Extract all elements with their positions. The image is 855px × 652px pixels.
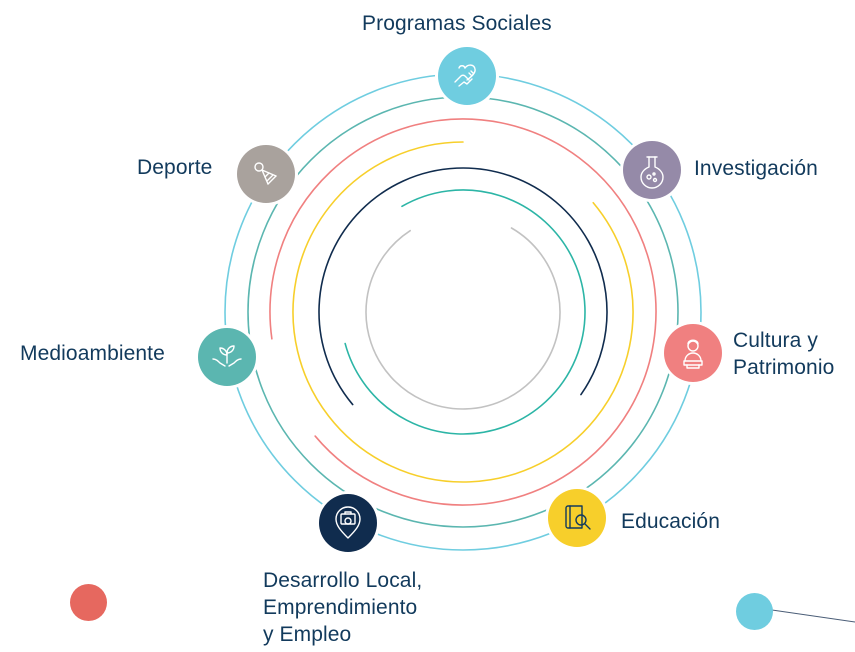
book-magnifier-icon [565,505,591,530]
teal-ring [247,96,679,528]
programas-sociales-node[interactable] [438,47,496,105]
educacion-label: Educación [621,510,720,533]
label-line: Cultura y [733,329,818,352]
programas-sociales-label: Programas Sociales [362,12,552,35]
deporte-node[interactable] [237,145,295,203]
bust-statue-icon [683,339,703,369]
decorative-blue-dot [736,593,773,630]
cultura-patrimonio-label: Cultura y Patrimonio [733,328,834,382]
investigacion-label: Investigación [694,157,818,180]
investigacion-node[interactable] [623,141,681,199]
medioambiente-node[interactable] [198,328,256,386]
hands-plant-icon [212,345,242,367]
shuttlecock-icon [254,162,277,185]
outer-ring [224,73,702,551]
teal-inner-arc [344,189,586,435]
medioambiente-label: Medioambiente [20,342,165,365]
deporte-label: Deporte [137,156,213,179]
label-line: y Empleo [263,622,352,646]
decorative-connector-line [771,609,855,623]
desarrollo-local-label: Desarrollo Local, Emprendimiento y Emple… [263,568,422,649]
cultura-patrimonio-node[interactable] [664,324,722,382]
yellow-arc [292,141,634,483]
educacion-node[interactable] [548,489,606,547]
desarrollo-local-node[interactable] [319,494,377,552]
decorative-red-dot [70,584,107,621]
label-line: Desarrollo Local, [263,569,423,592]
navy-arc [318,167,608,406]
label-line: Emprendimiento [263,595,418,619]
flask-icon [640,156,664,189]
coral-arc [269,118,657,506]
label-line: Patrimonio [733,355,835,379]
location-briefcase-icon [335,506,361,539]
gray-inner-arc [365,227,561,410]
hand-heart-icon [454,64,476,87]
